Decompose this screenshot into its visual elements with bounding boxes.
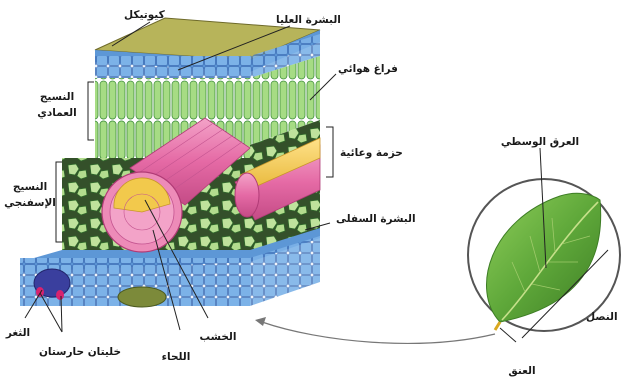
label-spongy-2: الإسفنجي <box>4 197 56 209</box>
label-blade: النصل <box>586 311 618 323</box>
label-palisade-2: العمادي <box>37 107 76 119</box>
upper-epidermis-front <box>95 56 250 78</box>
label-petiole: العنق <box>508 365 535 377</box>
guard-cell-left <box>36 287 44 297</box>
label-midrib: العرق الوسطي <box>501 136 579 148</box>
lower-epidermis-cell <box>118 287 166 307</box>
label-cuticle: كيوتيكل <box>124 9 166 21</box>
leaf-block <box>20 18 320 307</box>
label-guard-cells: خليتان حارستان <box>39 346 121 358</box>
leaf-petiole <box>495 322 500 330</box>
label-vascular-bundle: حزمة وعائية <box>340 147 403 159</box>
label-phloem: اللحاء <box>162 351 191 363</box>
connector-arrow <box>262 322 495 343</box>
label-stoma: الثغر <box>5 327 30 339</box>
guard-cell-right <box>56 290 64 300</box>
label-spongy-1: النسيج <box>13 181 47 193</box>
label-air-space: فراغ هوائي <box>338 63 398 75</box>
arrow-head <box>255 317 266 326</box>
label-palisade-1: النسيج <box>40 91 74 103</box>
label-lower-epidermis: البشرة السفلى <box>336 213 416 225</box>
leaf-magnifier <box>468 179 620 331</box>
label-upper-epidermis: البشرة العليا <box>276 14 341 26</box>
label-xylem: الخشب <box>200 331 237 343</box>
